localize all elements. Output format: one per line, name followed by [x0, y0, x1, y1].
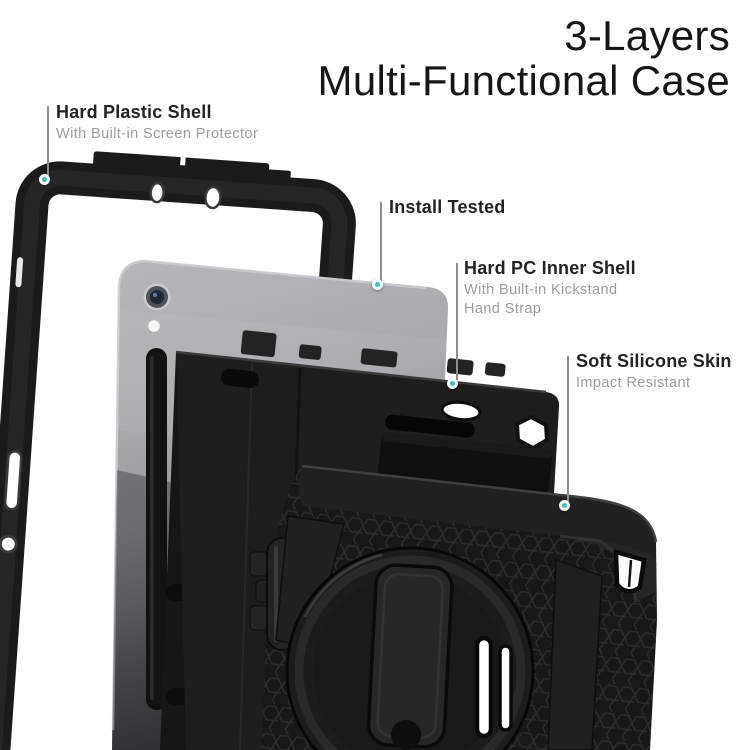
frame-hole — [204, 185, 222, 210]
shell-oval-hole — [440, 400, 482, 422]
hand-strap-slot — [474, 635, 494, 739]
kickstand-slot — [385, 414, 475, 438]
frame-top-tab — [92, 151, 270, 184]
camera-lens — [150, 290, 164, 304]
frame-round-hole — [0, 534, 18, 554]
frame-hole — [149, 181, 165, 204]
kickstand-plate — [366, 563, 454, 750]
hand-strap-slot — [498, 644, 513, 732]
camera-flash — [146, 318, 162, 334]
shell-hex-hole — [514, 414, 550, 451]
page-title: 3-Layers Multi-Functional Case — [317, 12, 730, 104]
frame-pill-hole — [3, 450, 23, 511]
title-line-2: Multi-Functional Case — [317, 56, 730, 104]
soft-silicone-skin-case — [262, 464, 658, 750]
title-line-1: 3-Layers — [564, 12, 730, 59]
